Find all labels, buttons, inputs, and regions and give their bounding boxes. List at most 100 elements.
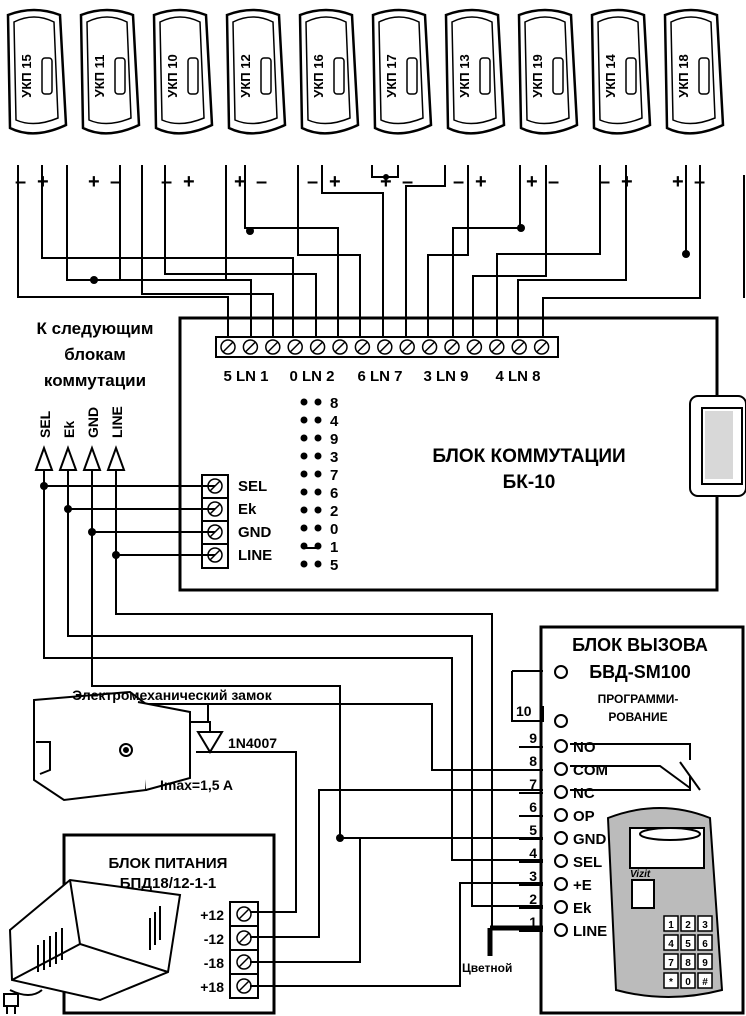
handset-icon: УКП 18+– [663,8,725,193]
line-group-label: 6 LN 7 [357,368,402,385]
keypad-key: 8 [685,958,691,969]
bk-terminal-label: SEL [238,478,267,495]
bvd-pin-number: 6 [529,799,537,815]
jumper-label: 4 [330,413,339,430]
pin10-label: 10 [516,703,532,719]
handset-icon: УКП 15 –+ [6,8,68,193]
handset-icon: УКП 11 +– [79,8,141,193]
polarity-label: + [621,171,633,193]
handset-label: УКП 15 [19,54,34,97]
polarity-label: + [37,171,49,193]
bk-model: БК-10 [503,472,556,493]
line-group-label: 0 LN 2 [289,368,334,385]
bvd-pin-number: 2 [529,891,537,907]
imax-label: Imax=1,5 A [160,777,233,793]
handset-label: УКП 19 [530,54,545,97]
bvd-pin-number: 9 [529,730,537,746]
polarity-label: + [88,171,100,193]
bvd-pin-label: NO [573,739,596,756]
polarity-label: – [15,171,26,193]
handset-icon: УКП 16–+ [298,8,360,193]
bvd-pin-label: Ek [573,900,592,917]
handset-wires [17,165,745,337]
keypad-key: 9 [702,958,708,969]
jumper-label: 7 [330,467,338,484]
diode-label: 1N4007 [228,735,277,751]
handset-label: УКП 11 [92,55,107,98]
psu-terminal-label: +18 [200,979,224,995]
polarity-label: + [234,171,246,193]
wall-device-icon [689,395,746,497]
keypad-key: * [669,977,673,988]
bvd-pin-number: 4 [529,845,537,861]
bvd-pin-number: 5 [529,822,537,838]
handset-label: УКП 10 [165,54,180,97]
bus-label: Ek [61,421,77,438]
next-blocks-line1: К следующим [37,319,154,338]
jumper-label: 8 [330,395,338,412]
bvd-pin-label: NC [573,785,595,802]
bk-title: БЛОК КОММУТАЦИИ [432,446,625,467]
keypad-key: 0 [685,977,691,988]
bvd-pin-number: 8 [529,753,537,769]
polarity-label: + [329,171,341,193]
bus-label: LINE [109,406,125,438]
polarity-label: – [548,171,559,193]
lock-icon [33,690,191,802]
bk-terminal-label: LINE [238,547,272,564]
handset-label: УКП 18 [676,54,691,97]
polarity-label: – [256,171,267,193]
polarity-label: + [526,171,538,193]
keypad-key: 7 [668,958,674,969]
handset-label: УКП 14 [603,54,618,98]
handset-label: УКП 16 [311,54,326,97]
bvd-pin-label: SEL [573,854,602,871]
jumper-label: 5 [330,557,338,574]
bus-label: GND [85,407,101,438]
polarity-label: + [380,171,392,193]
psu-terminal-label: +12 [200,907,224,923]
polarity-label: – [599,171,610,193]
next-blocks-line3: коммутации [44,371,146,390]
polarity-label: – [110,171,121,193]
bus-arrows [34,445,126,471]
polarity-label: – [161,171,172,193]
keypad-key: 2 [685,920,691,931]
bvd-title: БЛОК ВЫЗОВА [572,635,708,655]
prog-line2: РОВАНИЕ [608,710,667,724]
line-group-label: 4 LN 8 [495,368,540,385]
polarity-label: + [672,171,684,193]
keypad-key: 1 [668,920,674,931]
handset-label: УКП 17 [384,54,399,97]
bvd-model: БВД-SM100 [589,662,691,682]
line-group-label: 3 LN 9 [423,368,468,385]
lock-title: Электромеханический замок [72,687,272,703]
next-blocks-line2: блокам [64,345,126,364]
jumper-label: 1 [330,539,338,556]
bvd-pin-label: GND [573,831,607,848]
bvd-pin-label: LINE [573,923,607,940]
bk-terminal-label: GND [238,524,272,541]
diode-icon [196,731,224,754]
handset-icon: УКП 10–+ [152,8,214,193]
prog-line1: ПРОГРАММИ- [598,692,679,706]
handset-icon: УКП 19 +– [517,8,579,193]
bvd-pin-label: COM [573,762,608,779]
bk10-terminal-strip [215,336,559,358]
handset-label: УКП 12 [238,54,253,97]
keypad-key: # [702,977,708,988]
psu-terminal-label: -12 [204,931,224,947]
bus-label: SEL [37,410,53,438]
jumper-label: 2 [330,503,338,520]
jumper-label: 9 [330,431,338,448]
handset-icon: УКП 17+– [371,8,433,193]
line-group-label: 5 LN 1 [223,368,268,385]
bvd-frame [539,625,745,1015]
psu-terminal-label: -18 [204,955,224,971]
handset-icon: УКП 12 +– [225,8,287,193]
bvd-pin-number: 3 [529,868,537,884]
bvd-pin-label: +E [573,877,592,894]
